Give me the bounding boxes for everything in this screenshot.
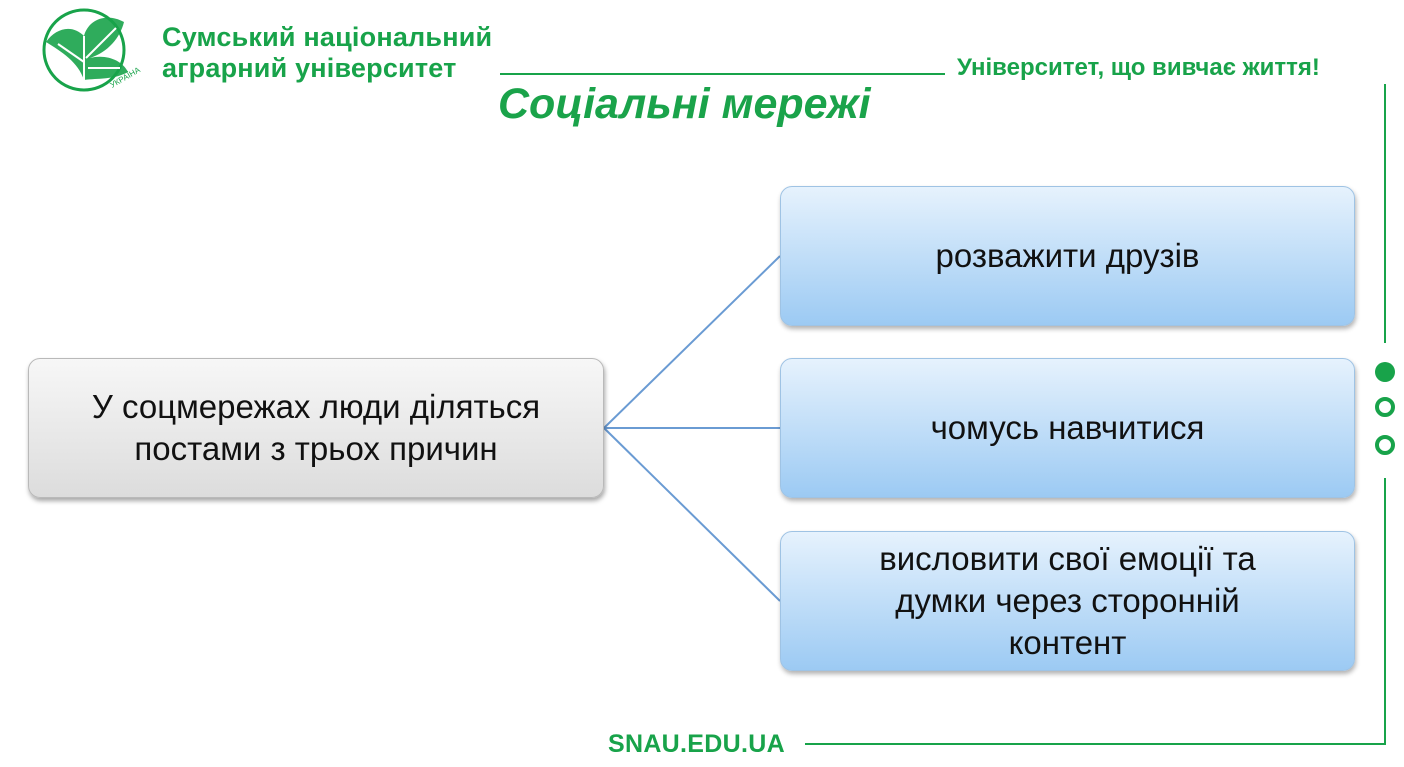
reason-node: чомусь навчитися [780,358,1355,498]
nav-dot-hollow-1 [1375,397,1395,417]
university-slogan: Університет, що вивчає життя! [957,54,1320,81]
university-logo: УКРАЇНА [42,8,142,92]
nav-dot-hollow-2 [1375,435,1395,455]
reason-node-line: розважити друзів [935,237,1200,274]
slide-title: Соціальні мережі [498,80,871,128]
main-node: У соцмережах люди діляться постами з трь… [28,358,604,498]
main-node-line1: У соцмережах люди діляться [91,388,541,425]
nav-dot-filled [1375,362,1395,382]
reason-node-line: думки через сторонній [895,582,1240,619]
reason-node-line: чомусь навчитися [930,409,1205,446]
main-node-line2: постами з трьох причин [134,430,498,467]
university-name-line1: Сумський національний [162,22,493,52]
university-name-line2: аграрний університет [162,53,457,83]
reason-node: висловити свої емоції та думки через сто… [780,531,1355,671]
connector-line-3 [603,427,781,602]
reason-node-line: контент [1008,624,1127,661]
site-url: SNAU.EDU.UA [608,730,785,758]
reason-node: розважити друзів [780,186,1355,326]
university-name: Сумський національний аграрний університ… [162,22,492,84]
reason-node-line: висловити свої емоції та [879,540,1256,577]
connector-line-1 [603,255,781,429]
